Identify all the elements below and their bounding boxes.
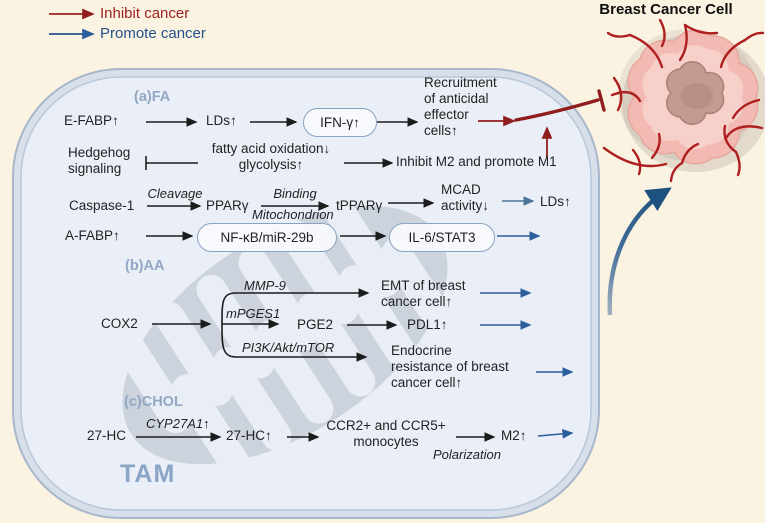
label-cleavage: Cleavage xyxy=(147,186,203,201)
breast-cancer-cell-label: Breast Cancer Cell xyxy=(599,1,733,18)
emt-line1: EMT of breast xyxy=(381,278,466,293)
label-cyp27a1: CYP27A1↑ xyxy=(146,416,210,431)
node-ifng-pill: IFN-γ↑ xyxy=(303,108,377,137)
endocrine-line3: cancer cell↑ xyxy=(391,375,463,390)
hedgehog-line2: signaling xyxy=(68,161,122,176)
glycolysis-line: glycolysis↑ xyxy=(238,157,304,172)
arrow-m2-promote xyxy=(537,429,574,439)
node-inhibit-m2: Inhibit M2 and promote M1 xyxy=(396,154,557,169)
label-mmp9: MMP-9 xyxy=(244,278,286,293)
mcad-line2: activity↓ xyxy=(441,198,490,213)
node-monocytes: CCR2+ and CCR5+ monocytes xyxy=(320,418,452,450)
section-label-chol: (c)CHOL xyxy=(124,394,183,410)
label-mitochondrion: Mitochondrion xyxy=(252,207,334,222)
monocytes-line1: CCR2+ and CCR5+ xyxy=(326,418,446,433)
hedgehog-line1: Hedgehog xyxy=(68,145,131,160)
arrow-branch-pi3k xyxy=(221,323,368,362)
node-cox2: COX2 xyxy=(101,316,138,331)
node-27hc: 27-HC xyxy=(87,428,127,443)
legend-inhibit-label: Inhibit cancer xyxy=(100,5,190,22)
recruitment-line4: cells↑ xyxy=(424,123,458,138)
node-lds2: LDs↑ xyxy=(540,194,571,209)
node-fao-glycolysis: fatty acid oxidation↓ glycolysis↑ xyxy=(198,141,344,173)
node-il6-pill: IL-6/STAT3 xyxy=(389,223,495,252)
node-efabp: E-FABP↑ xyxy=(64,113,119,128)
node-endocrine-resistance: Endocrine resistance of breast cancer ce… xyxy=(391,343,509,391)
breast-cancer-cell-icon xyxy=(602,18,765,183)
recruitment-line2: of anticidal xyxy=(424,91,489,106)
label-binding: Binding xyxy=(273,186,317,201)
arrow-branch-mmp9 xyxy=(221,288,370,325)
node-pge2: PGE2 xyxy=(297,317,334,332)
tam-label: TAM xyxy=(120,460,176,488)
label-pi3k-akt-mtor: PI3K/Akt/mTOR xyxy=(242,340,335,355)
node-mcad: MCAD activity↓ xyxy=(441,182,489,214)
recruitment-line1: Recruitment xyxy=(424,75,497,90)
node-lds: LDs↑ xyxy=(206,113,237,128)
node-nfkb-pill: NF-κB/miR-29b xyxy=(197,223,337,252)
section-label-aa: (b)AA xyxy=(125,258,165,274)
node-pdl1: PDL1↑ xyxy=(407,317,448,332)
endocrine-line1: Endocrine xyxy=(391,343,452,358)
promote-curve-to-cancer-cell xyxy=(607,187,672,316)
node-hedgehog: Hedgehog signaling xyxy=(68,145,130,177)
recruitment-line3: effector xyxy=(424,107,469,122)
node-caspase1: Caspase-1 xyxy=(69,198,135,213)
emt-line2: cancer cell↑ xyxy=(381,294,453,309)
fao-line: fatty acid oxidation↓ xyxy=(211,141,331,156)
inhibit-curve-to-cancer-cell xyxy=(514,89,606,122)
node-emt: EMT of breast cancer cell↑ xyxy=(381,278,466,310)
label-mpges1: mPGES1 xyxy=(226,306,281,321)
section-label-fa: (a)FA xyxy=(134,89,171,105)
label-polarization: Polarization xyxy=(433,447,501,462)
node-pparg: PPARγ xyxy=(206,198,249,213)
legend-promote-label: Promote cancer xyxy=(100,25,206,42)
node-afabp: A-FABP↑ xyxy=(65,228,120,243)
node-m2: M2↑ xyxy=(501,428,527,443)
mcad-line1: MCAD xyxy=(441,182,481,197)
node-tpparg: tPPARγ xyxy=(336,198,383,213)
monocytes-line2: monocytes xyxy=(353,434,419,449)
node-recruitment: Recruitment of anticidal effector cells↑ xyxy=(424,75,497,139)
inhibit-bar-hedgehog xyxy=(145,156,198,170)
node-27hc-up: 27-HC↑ xyxy=(226,428,272,443)
endocrine-line2: resistance of breast xyxy=(391,359,509,374)
